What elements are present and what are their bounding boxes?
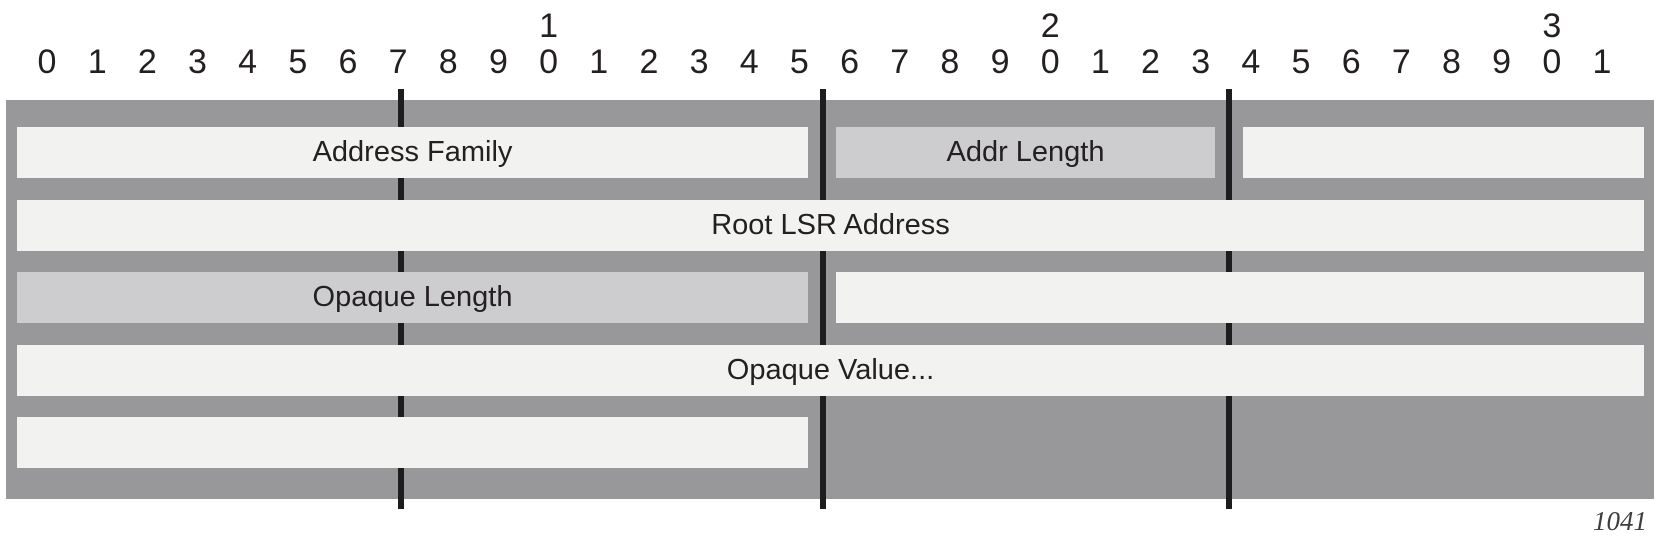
bit-label: 3 xyxy=(188,43,207,81)
bit-label: 9 xyxy=(1492,43,1512,81)
field-opaque-value: Opaque Value... xyxy=(17,345,1644,396)
bit-label: 2 xyxy=(639,43,659,81)
bit-label: 8 xyxy=(438,43,458,81)
bit-label: 8 xyxy=(1442,43,1461,81)
bit-label: 1 xyxy=(1592,43,1612,81)
bit7-boundary-line-segment xyxy=(398,468,404,509)
field-opaque-length: Opaque Length xyxy=(17,272,808,323)
field-root-lsr-address: Root LSR Address xyxy=(17,200,1644,251)
bit-label: 5 xyxy=(1291,43,1311,81)
bit-label: 4 xyxy=(1241,43,1261,81)
bit7-boundary-line-segment xyxy=(398,396,404,417)
bit-label: 2 xyxy=(1141,43,1160,81)
bit-label: 3 xyxy=(689,43,709,81)
bit-label: 6 xyxy=(1341,43,1361,81)
bit7-boundary-line-segment xyxy=(398,251,404,272)
bit-label: 7 xyxy=(1391,43,1411,81)
bit-label: 0 xyxy=(1040,43,1060,81)
bit-label: 0 xyxy=(37,43,57,81)
bit-label: 9 xyxy=(488,43,508,81)
bit16-boundary-line-segment xyxy=(820,396,826,509)
bit-label: 0 xyxy=(539,43,559,81)
bit-label: 2 xyxy=(137,43,157,81)
bit24-boundary-line-segment xyxy=(1226,89,1232,200)
bit24-boundary-line-segment xyxy=(1226,396,1232,509)
bit24-boundary-line-segment xyxy=(1226,323,1232,345)
bit7-boundary-line-segment xyxy=(398,178,404,200)
bit-label: 4 xyxy=(238,43,258,81)
bit-label: 7 xyxy=(388,43,408,81)
bit-label: 4 xyxy=(739,43,759,81)
bit-label: 1 xyxy=(589,43,609,81)
bit7-boundary-line-segment xyxy=(398,323,404,345)
bit16-boundary-line-segment xyxy=(820,89,826,200)
bit16-boundary-line-segment xyxy=(820,251,826,345)
bit-label: 5 xyxy=(288,43,308,81)
field-unlabeled-row3 xyxy=(836,272,1644,323)
field-unlabeled-row1 xyxy=(1243,127,1644,178)
field-unlabeled-row5 xyxy=(17,417,808,468)
bit24-boundary-line-segment xyxy=(1226,251,1232,272)
bit-label: 5 xyxy=(789,43,809,81)
bit-label: 8 xyxy=(940,43,960,81)
bit-tens-label: 2 xyxy=(1040,7,1060,45)
bit-label: 6 xyxy=(840,43,860,81)
bit-field-band: Address Family Addr Length Root LSR Addr… xyxy=(6,100,1654,499)
figure-number: 1041 xyxy=(1593,506,1647,536)
bit-label: 0 xyxy=(1542,43,1562,81)
bit-tens-label: 3 xyxy=(1542,7,1562,45)
bit-label: 6 xyxy=(338,43,358,81)
bit-label: 3 xyxy=(1191,43,1211,81)
field-address-family: Address Family xyxy=(17,127,808,178)
bit-tens-label: 1 xyxy=(539,7,559,45)
field-addr-length: Addr Length xyxy=(836,127,1215,178)
bit-label: 7 xyxy=(890,43,910,81)
bit-label: 1 xyxy=(1090,43,1110,81)
bit-label: 9 xyxy=(990,43,1010,81)
bit-label: 1 xyxy=(87,43,107,81)
bit7-boundary-line-segment xyxy=(398,89,404,127)
